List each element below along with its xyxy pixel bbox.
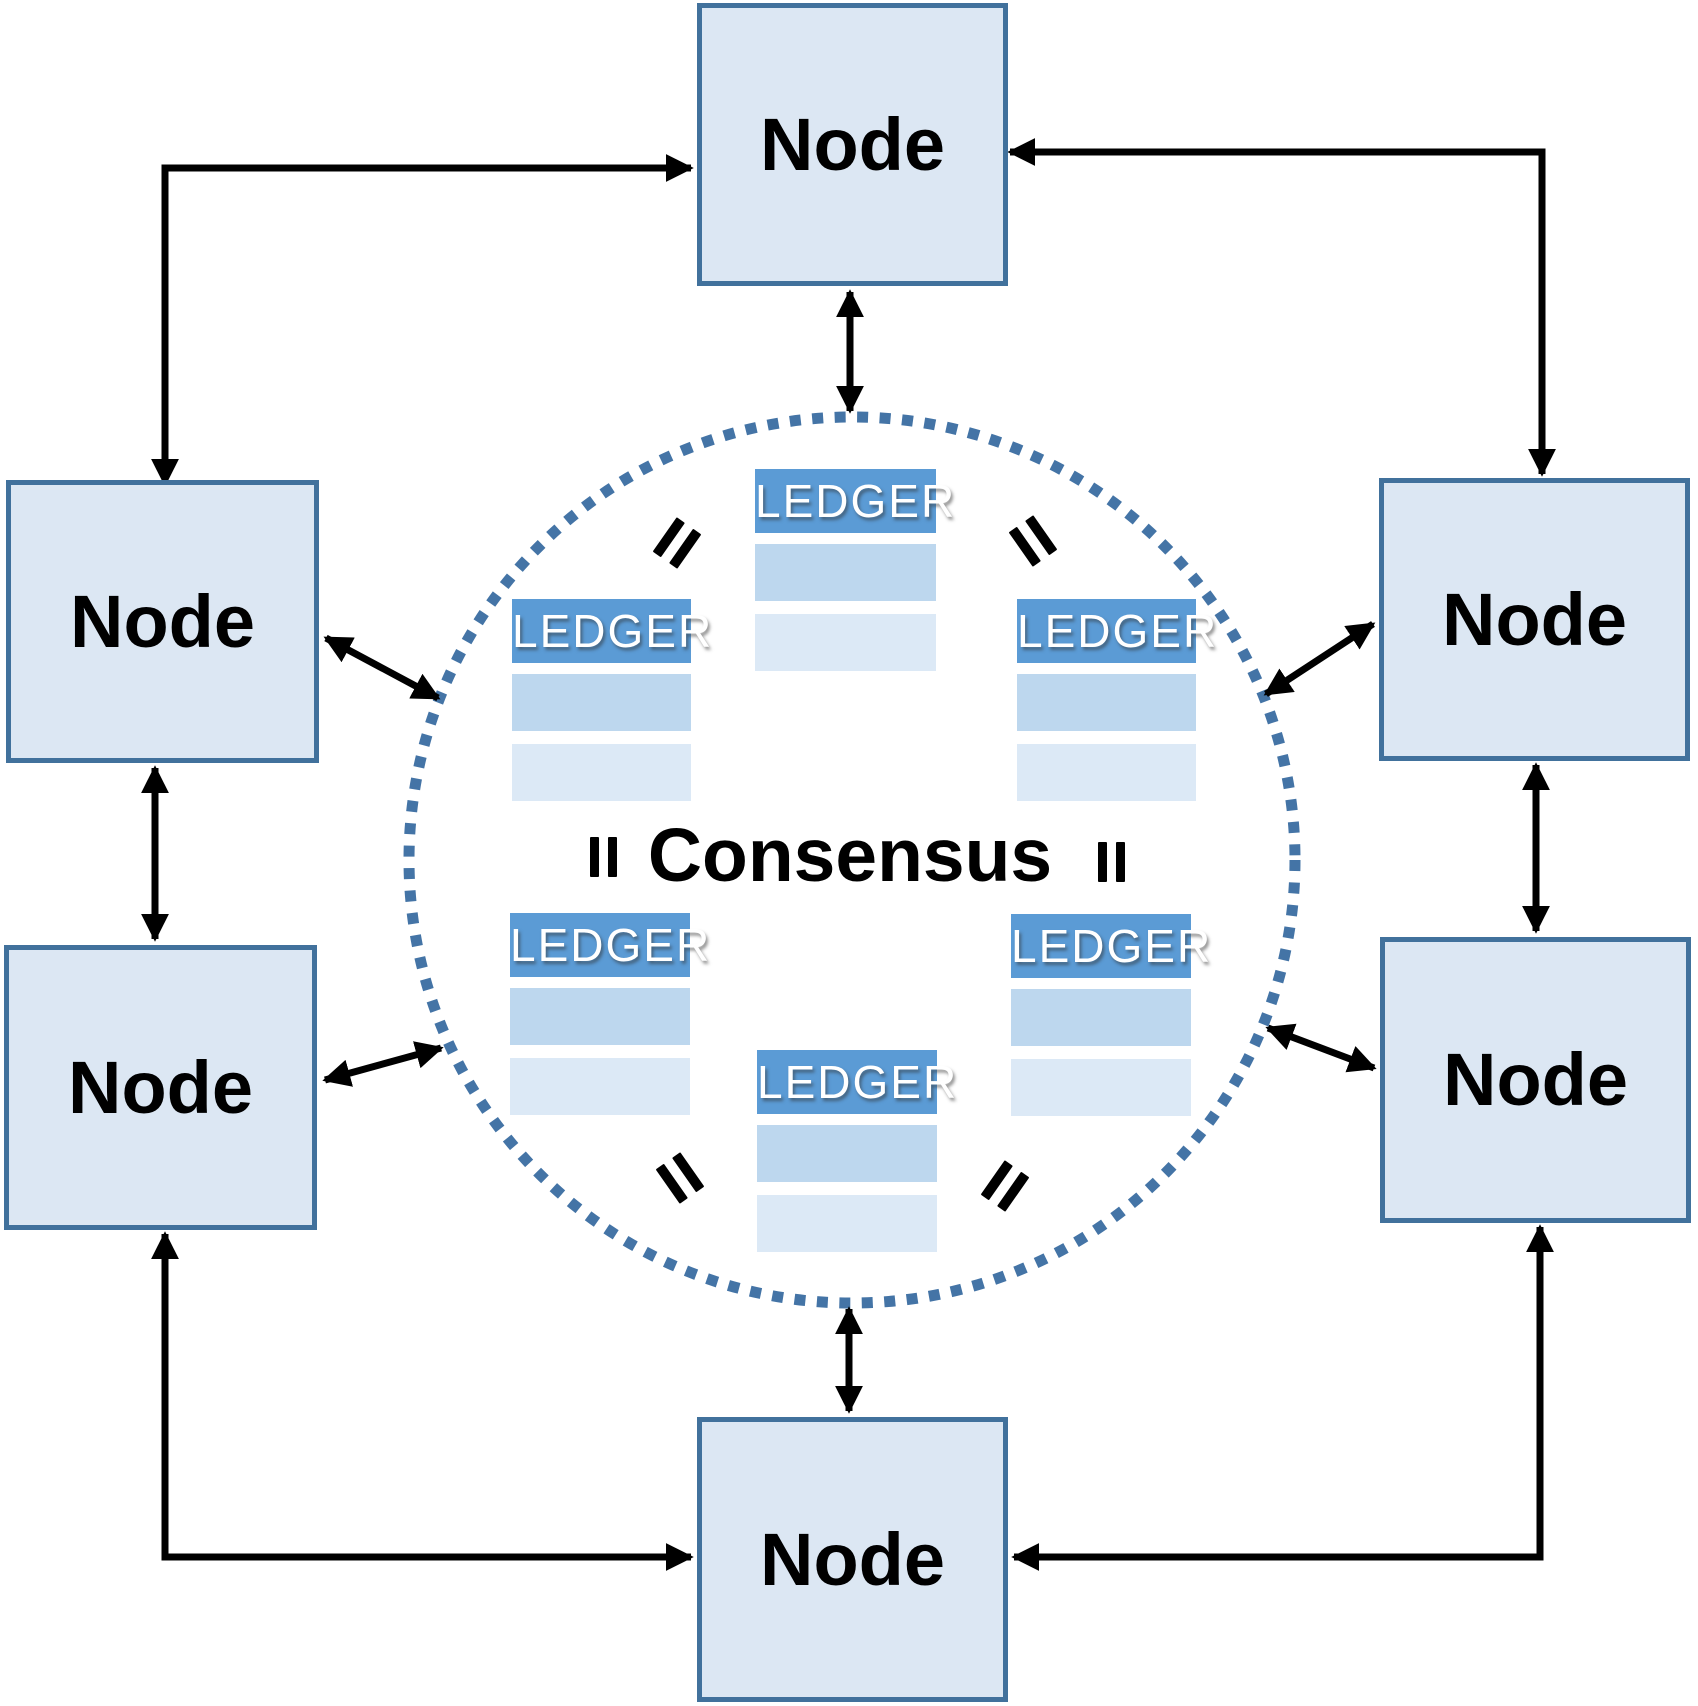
arrow-left-upper-to-top-node [151,154,694,487]
arrow-left-lower-to-circle [322,1041,444,1087]
consensus-label: Consensus [647,813,1053,897]
ledger-table-upper-right: LEDGER [1017,599,1216,814]
node-label: Node [760,102,945,186]
ledger-row [757,1195,937,1252]
ledger-row [757,1125,937,1182]
node-box-right-upper: Node [1379,478,1690,761]
ledger-table-top: LEDGER [755,469,954,684]
ledger-row [755,614,936,671]
ledger-header: LEDGER [512,599,711,663]
ledger-header: LEDGER [510,913,709,977]
arrow-right-upper-to-circle [1263,621,1376,697]
ledger-row [1011,1059,1191,1116]
ledger-header: LEDGER [757,1050,956,1114]
ledger-table-bottom: LEDGER [757,1050,956,1265]
arrow-right-upper-to-top-node [1007,138,1556,477]
ledger-row [512,674,691,731]
node-box-left-lower: Node [4,945,317,1230]
ledger-header: LEDGER [755,469,954,533]
arrow-left-lower-to-bottom-node [151,1231,694,1571]
ledger-table-lower-left: LEDGER [510,913,709,1128]
equals-icon [1095,842,1125,884]
ledger-header: LEDGER [1011,914,1210,978]
node-label: Node [760,1517,945,1601]
ledger-row [1017,744,1196,801]
consensus-circle [403,411,1301,1309]
arrow-right-lower-to-circle [1265,1023,1377,1073]
node-box-top: Node [697,3,1008,286]
node-label: Node [68,1045,253,1129]
node-box-left-upper: Node [6,480,319,763]
ledger-row [510,1058,690,1115]
node-box-right-lower: Node [1380,937,1691,1223]
equals-icon [587,837,617,879]
ledger-row [512,744,691,801]
ledger-table-upper-left: LEDGER [512,599,711,814]
node-label: Node [1443,1038,1628,1121]
ledger-table-lower-right: LEDGER [1011,914,1210,1129]
node-box-bottom: Node [697,1417,1008,1702]
ledger-row [1011,989,1191,1046]
ledger-row [1017,674,1196,731]
arrow-right-lower-to-bottom-node [1011,1224,1554,1571]
node-label: Node [70,579,255,663]
ledger-row [510,988,690,1045]
node-label: Node [1442,577,1627,661]
ledger-row [755,544,936,601]
arrow-left-upper-to-circle [323,634,441,702]
ledger-header: LEDGER [1017,599,1216,663]
